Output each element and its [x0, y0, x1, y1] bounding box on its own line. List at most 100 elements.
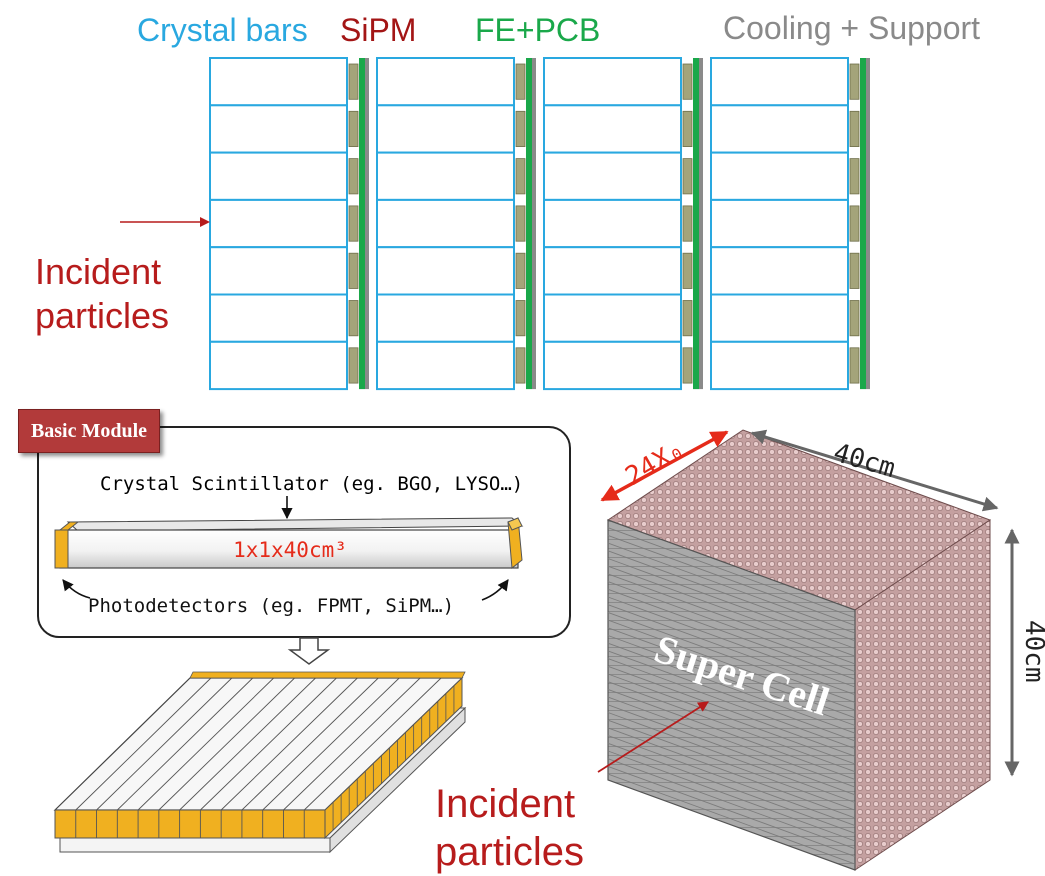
- crystal-bar: [209, 246, 348, 296]
- crystal-bar: [209, 340, 348, 391]
- sipm-block: [348, 158, 359, 195]
- sipm-block: [849, 300, 860, 337]
- bottom-incident-text: Incident particles: [435, 780, 584, 876]
- sipm-block: [682, 158, 693, 195]
- crystal-bar-grid: [120, 57, 870, 391]
- crystal-bar: [209, 104, 348, 154]
- super-cell-slat: [607, 758, 856, 850]
- label-sipm: SiPM: [340, 12, 417, 48]
- sipm-block: [682, 63, 693, 100]
- super-cell-slat: [607, 558, 856, 649]
- super-cell-slat: [607, 611, 856, 703]
- crystal-bar: [376, 57, 515, 107]
- single-crystal-bar: [54, 517, 524, 569]
- super-cell-slat: [607, 604, 856, 696]
- crystal-bar: [543, 246, 682, 296]
- crystal-stripe: [220, 677, 358, 811]
- crystal-bar: [710, 104, 849, 154]
- sipm-block: [515, 205, 526, 242]
- crystal-bar: [543, 104, 682, 154]
- super-cell-slat: [607, 542, 856, 634]
- crystal-scintillator-label: Crystal Scintillator (eg. BGO, LYSO…): [100, 473, 523, 495]
- sipm-block: [515, 347, 526, 384]
- cooling-strip: [866, 58, 870, 390]
- bar-dimension-label: 1x1x40cm³: [233, 538, 347, 562]
- super-cell-slat: [607, 742, 856, 834]
- crystal-stripe: [241, 677, 379, 811]
- super-cell-slat: [607, 727, 856, 819]
- width-arrow: [750, 429, 999, 512]
- super-cell-slat: [607, 642, 856, 734]
- photodetector-arrow-right: [481, 579, 509, 601]
- sipm-block: [348, 205, 359, 242]
- sipm-block: [682, 205, 693, 242]
- crystal-bar: [376, 246, 515, 296]
- sipm-block: [515, 63, 526, 100]
- super-cell-slat: [607, 673, 856, 765]
- bottom-incident-line2: particles: [435, 830, 584, 874]
- crystal-stripe: [75, 677, 212, 811]
- crystal-bar: [209, 57, 348, 107]
- sipm-block: [849, 252, 860, 289]
- crystal-stripe: [262, 677, 400, 811]
- cooling-strip: [365, 58, 369, 390]
- crystal-bar: [209, 151, 348, 201]
- crystal-stripe: [179, 677, 316, 811]
- cooling-strip: [532, 58, 536, 390]
- crystal-stripe: [283, 677, 421, 811]
- sipm-block: [849, 347, 860, 384]
- bottom-incident-arrow: [597, 701, 709, 773]
- sipm-block: [348, 347, 359, 384]
- bottom-incident-line1: Incident: [435, 782, 576, 826]
- depth-arrow: [600, 430, 729, 502]
- crystal-bar: [710, 340, 849, 391]
- sipm-block: [348, 110, 359, 148]
- lower-slab-side: [329, 706, 466, 854]
- super-cell-slat: [607, 735, 856, 827]
- label-cooling-support: Cooling + Support: [723, 10, 981, 46]
- sipm-block: [348, 63, 359, 100]
- fe-pcb-strip: [526, 58, 532, 390]
- photodetectors-label: Photodetectors (eg. FPMT, SiPM…): [88, 595, 454, 617]
- top-incident-line2: particles: [35, 295, 170, 336]
- super-cell-slat: [607, 696, 856, 788]
- fe-pcb-strip: [860, 58, 866, 390]
- super-cell-slat: [607, 619, 856, 711]
- stacked-module-layer: [53, 671, 467, 854]
- top-incident-text: Incident particles: [35, 250, 169, 338]
- sipm-block: [682, 347, 693, 384]
- basic-module-badge: Basic Module: [18, 409, 160, 453]
- crystal-stripe: [96, 677, 233, 811]
- sipm-block: [515, 110, 526, 148]
- sipm-block: [515, 252, 526, 289]
- crystal-stripe: [116, 677, 254, 811]
- back-photodetector-strip: [189, 671, 466, 679]
- crystal-bar: [209, 198, 348, 249]
- hollow-down-arrow-icon: [287, 637, 331, 665]
- sipm-block: [849, 63, 860, 100]
- side-photodetector-row: [324, 676, 463, 840]
- crystal-bar: [710, 151, 849, 201]
- super-cell-slat: [607, 688, 856, 780]
- crystal-stripe: [200, 677, 337, 811]
- crystal-bar: [543, 340, 682, 391]
- sipm-block: [515, 158, 526, 195]
- photodetector-arrow-left: [62, 579, 91, 599]
- super-cell-slat: [607, 581, 856, 673]
- super-cell-slat: [607, 765, 856, 857]
- sipm-block: [682, 252, 693, 289]
- super-cell-slat: [607, 681, 856, 773]
- super-cell-slat: [607, 773, 856, 865]
- cooling-strip: [699, 58, 703, 390]
- sipm-block: [849, 205, 860, 242]
- fe-pcb-strip: [693, 58, 699, 390]
- crystal-bar: [710, 198, 849, 249]
- super-cell-slat: [607, 650, 856, 742]
- sipm-block: [515, 300, 526, 337]
- super-cell-slat: [607, 534, 856, 626]
- super-cell-slat: [607, 627, 856, 719]
- sipm-block: [348, 252, 359, 289]
- fe-pcb-strip: [359, 58, 365, 390]
- super-cell-slat: [607, 635, 856, 726]
- crystal-bar: [376, 151, 515, 201]
